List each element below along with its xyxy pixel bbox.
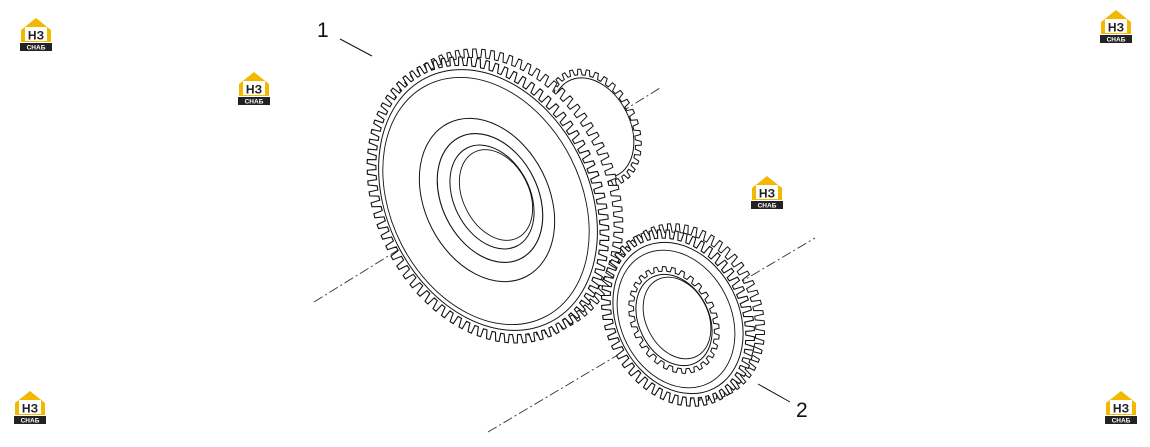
watermark-logo: НЗ CHAБ bbox=[1103, 389, 1139, 425]
logo-sub-text: CHAБ bbox=[27, 45, 46, 52]
watermark-logo: НЗ CHAБ bbox=[236, 70, 272, 106]
watermark-logo: НЗ CHAБ bbox=[1098, 8, 1134, 44]
logo-sub-text: CHAБ bbox=[245, 99, 264, 106]
logo-sub-text: CHAБ bbox=[758, 203, 777, 210]
leader-line-2 bbox=[757, 383, 791, 403]
logo-mark-text: НЗ bbox=[759, 187, 775, 201]
logo-sub-text: CHAБ bbox=[21, 418, 40, 425]
centerline-gear-2 bbox=[487, 237, 816, 433]
logo-mark-text: НЗ bbox=[1113, 402, 1129, 416]
logo-sub-text: CHAБ bbox=[1112, 418, 1131, 425]
logo-sub-text: CHAБ bbox=[1107, 37, 1126, 44]
callout-1: 1 bbox=[317, 19, 329, 42]
watermark-logo: НЗ CHAБ bbox=[12, 389, 48, 425]
logo-mark-text: НЗ bbox=[246, 83, 262, 97]
watermark-logo: НЗ CHAБ bbox=[18, 16, 54, 52]
logo-mark-text: НЗ bbox=[1108, 21, 1124, 35]
logo-mark-text: НЗ bbox=[28, 29, 44, 43]
logo-mark-text: НЗ bbox=[22, 402, 38, 416]
leader-line-1 bbox=[339, 38, 373, 57]
gear-1 bbox=[366, 48, 624, 344]
gear-2 bbox=[600, 223, 766, 407]
callout-2: 2 bbox=[796, 399, 808, 422]
watermark-logo: НЗ CHAБ bbox=[749, 174, 785, 210]
